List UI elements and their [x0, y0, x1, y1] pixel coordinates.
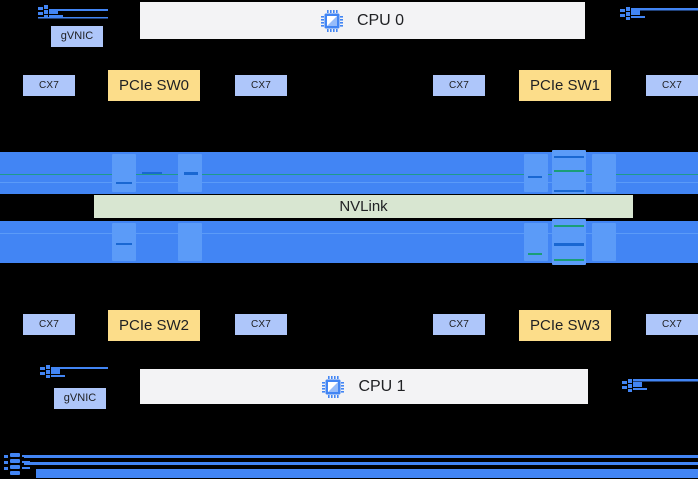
cx7-label: CX7 [448, 79, 470, 91]
gpu-glyph [178, 223, 202, 261]
gpu-glyph-line [184, 172, 198, 175]
cx7-label: CX7 [250, 318, 272, 330]
network-link-icon-bottom-left [40, 364, 108, 380]
gpu-glyph-line [116, 182, 132, 184]
cx7-label: CX7 [38, 79, 60, 91]
gpu-glyph-line [116, 243, 132, 245]
gpu-glyph [552, 219, 586, 265]
cx7-box-top-3[interactable]: CX7 [646, 75, 698, 96]
pcie-switch-label: PCIe SW2 [118, 317, 190, 334]
cx7-box-top-2[interactable]: CX7 [433, 75, 485, 96]
gvnic-box-bottom-left[interactable]: gVNIC [54, 388, 106, 409]
cx7-box-bottom-3[interactable]: CX7 [646, 314, 698, 335]
network-rail-line-2 [36, 469, 698, 478]
cpu-label-0: CPU 0 [356, 11, 405, 29]
cx7-label: CX7 [448, 318, 470, 330]
pcie-switch-label: PCIe SW3 [529, 317, 601, 334]
network-rail-line-0 [24, 455, 698, 458]
gpu-glyph [524, 223, 548, 261]
cx7-box-bottom-2[interactable]: CX7 [433, 314, 485, 335]
pcie-switch-box-0[interactable]: PCIe SW0 [108, 70, 200, 101]
network-link-icon-top-left [38, 4, 108, 20]
cx7-label: CX7 [250, 79, 272, 91]
gpu-glyph [112, 154, 136, 192]
gpu-glyph-line [554, 225, 584, 227]
gpu-glyph-line [554, 156, 584, 158]
cx7-label: CX7 [661, 318, 683, 330]
cx7-label: CX7 [38, 318, 60, 330]
cx7-box-top-0[interactable]: CX7 [23, 75, 75, 96]
cpu-label-1: CPU 1 [358, 377, 406, 395]
cpu-chip-icon [322, 375, 345, 398]
pcie-switch-label: PCIe SW0 [118, 77, 190, 94]
cpu-box-0[interactable]: CPU 0 [140, 2, 585, 39]
gpu-glyph [592, 223, 616, 261]
cx7-box-bottom-0[interactable]: CX7 [23, 314, 75, 335]
nvlink-label: NVLink [339, 198, 388, 215]
pcie-switch-box-3[interactable]: PCIe SW3 [519, 310, 611, 341]
network-link-icon-top-right [620, 6, 698, 22]
gpu-band-upper [0, 150, 698, 198]
gpu-glyph [524, 154, 548, 192]
cpu-chip-icon [320, 9, 343, 32]
gpu-band-lower [0, 219, 698, 265]
gpu-glyph-line [554, 259, 584, 261]
gpu-glyph-line [554, 243, 584, 246]
gvnic-label: gVNIC [60, 30, 94, 42]
gpu-glyph-line [528, 176, 542, 178]
gvnic-label: gVNIC [63, 392, 97, 404]
pcie-switch-label: PCIe SW1 [529, 77, 601, 94]
network-link-icon-bottom-right [622, 378, 698, 394]
pcie-switch-box-2[interactable]: PCIe SW2 [108, 310, 200, 341]
network-rail-line-1 [24, 462, 698, 465]
gpu-glyph-line [528, 253, 542, 255]
gpu-glyph [592, 154, 616, 192]
cx7-label: CX7 [661, 79, 683, 91]
cpu-box-1[interactable]: CPU 1 [140, 369, 588, 404]
gvnic-box-top-left[interactable]: gVNIC [51, 26, 103, 47]
gpu-glyph-line [142, 172, 162, 174]
gpu-glyph-line [554, 190, 584, 192]
pcie-switch-box-1[interactable]: PCIe SW1 [519, 70, 611, 101]
gpu-glyph-line [554, 170, 584, 172]
cx7-box-bottom-1[interactable]: CX7 [235, 314, 287, 335]
nvlink-bar[interactable]: NVLink [93, 194, 634, 219]
cx7-box-top-1[interactable]: CX7 [235, 75, 287, 96]
gpu-glyph [112, 223, 136, 261]
